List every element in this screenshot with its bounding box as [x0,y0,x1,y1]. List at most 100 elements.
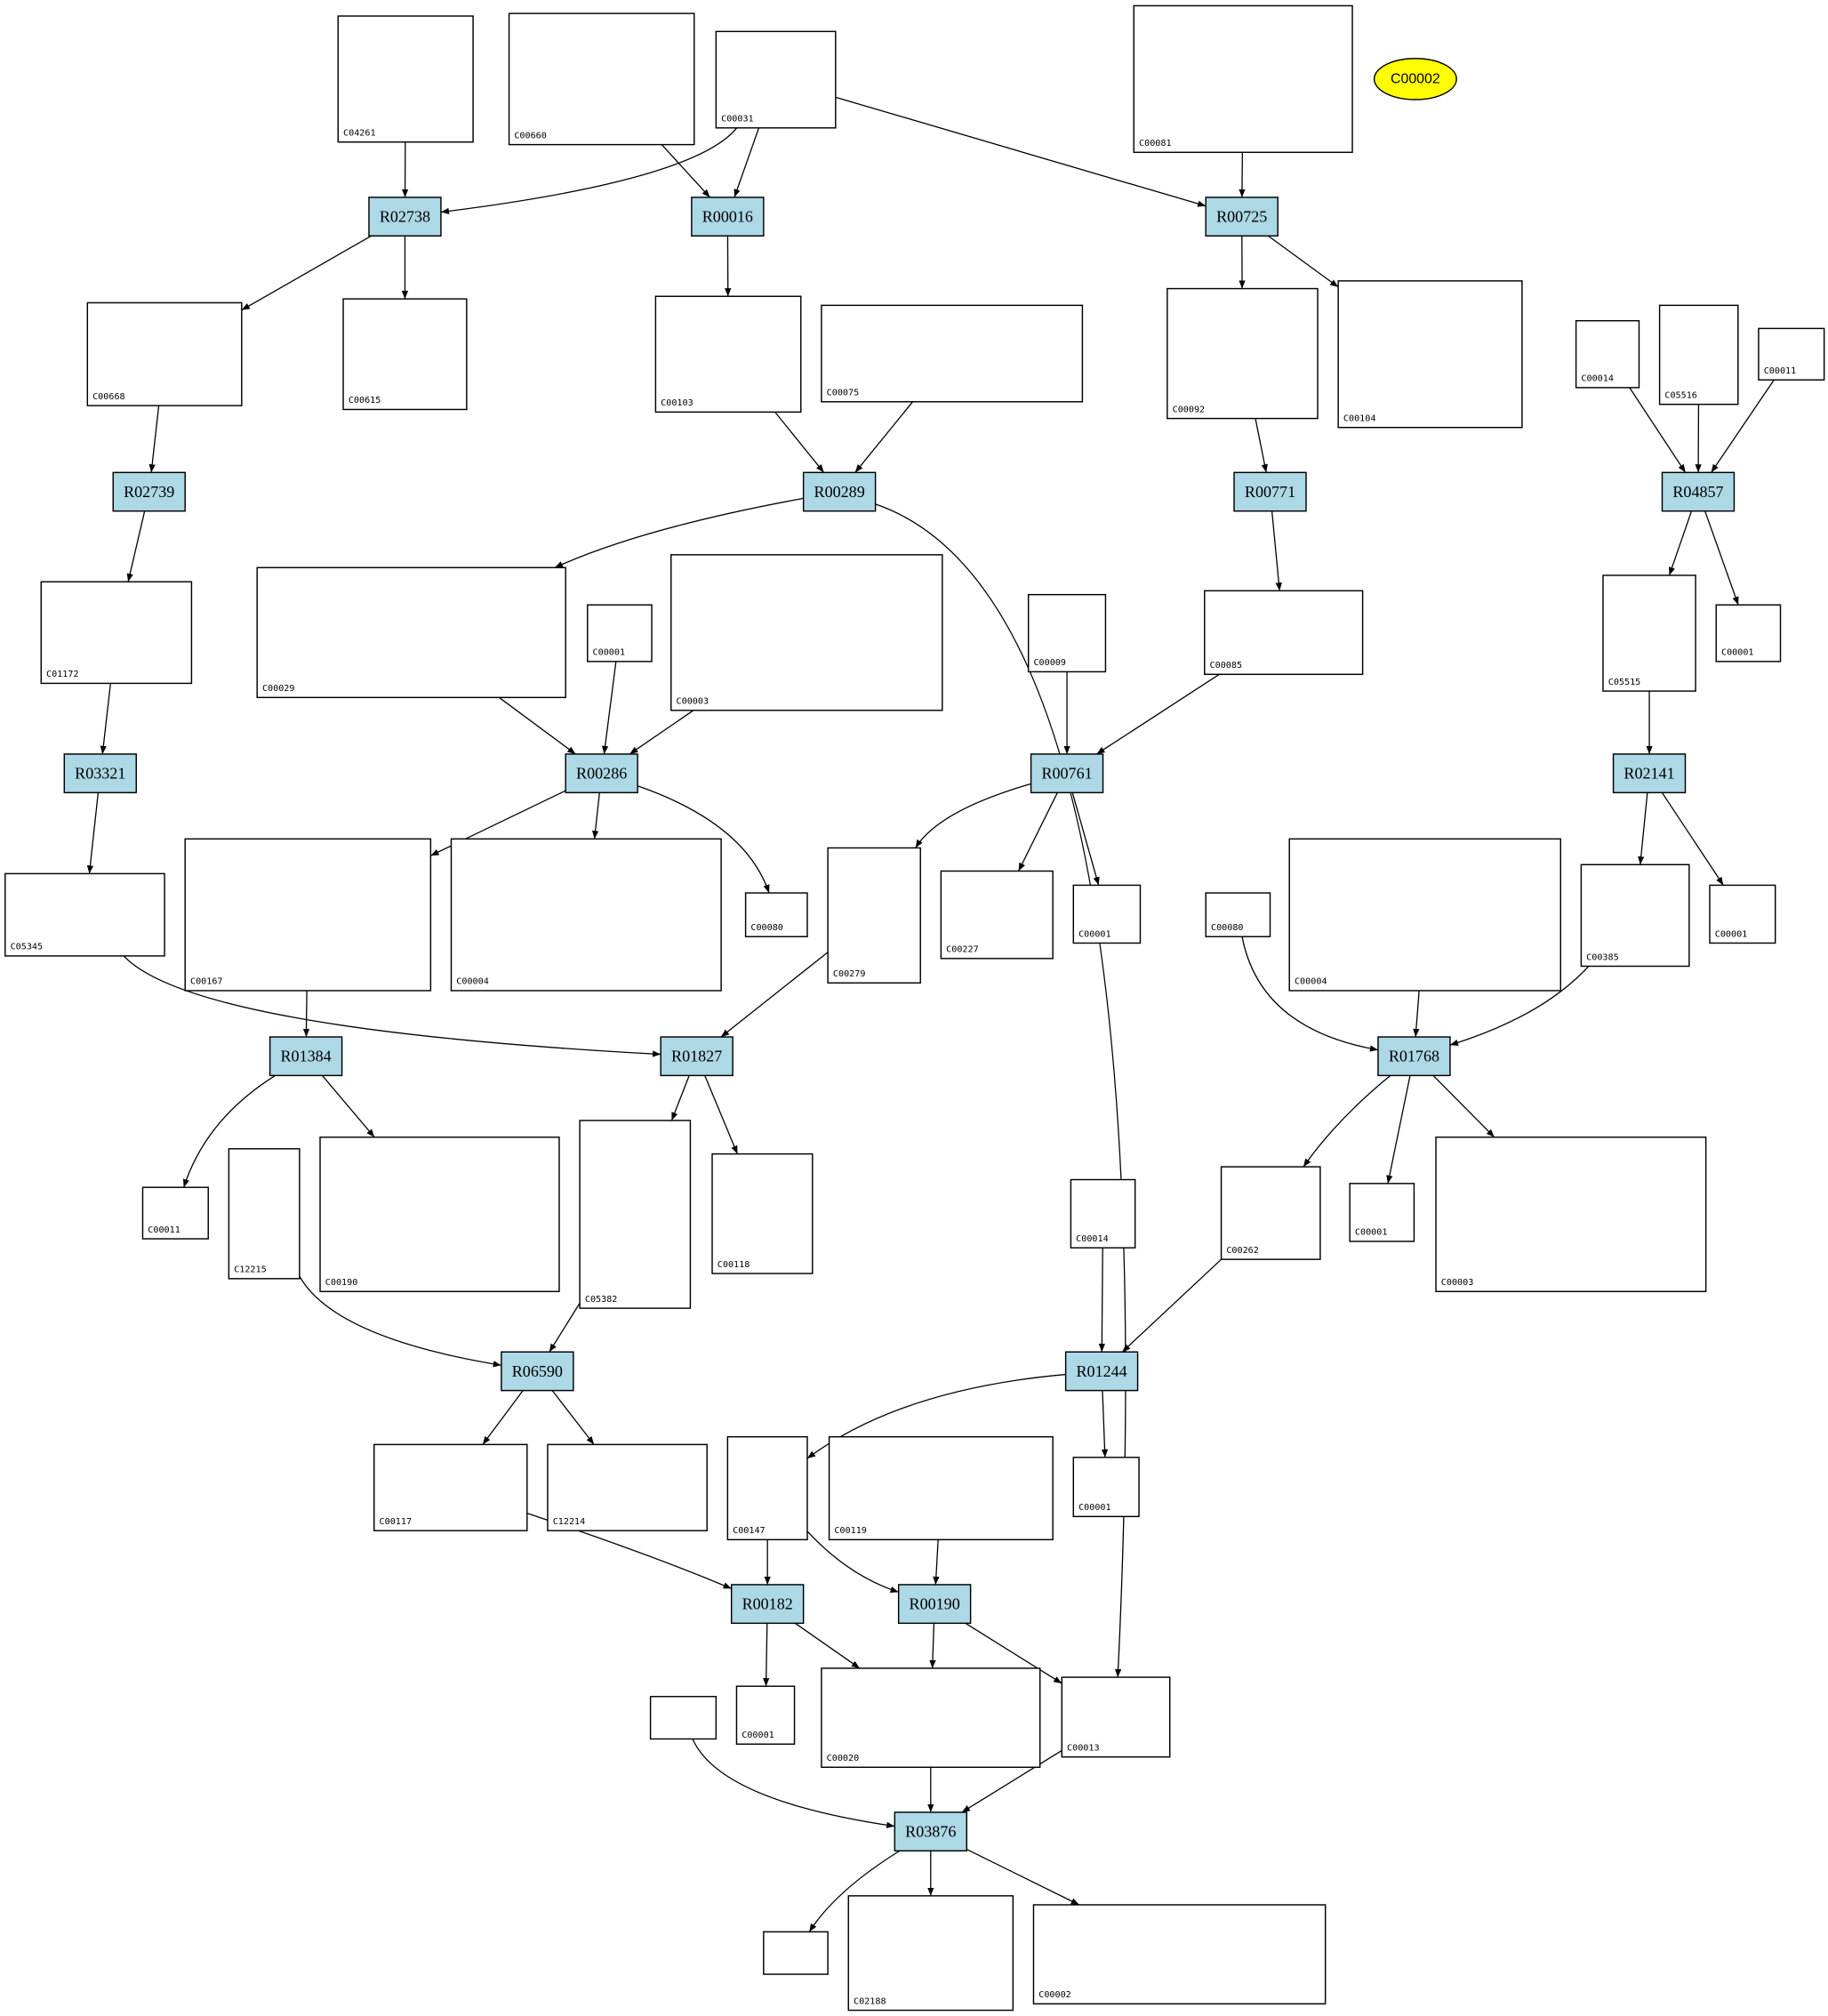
compound-box[interactable] [735,1685,796,1745]
reaction-node-R00289[interactable]: R00289 [802,471,877,512]
reaction-box[interactable] [1205,197,1279,237]
reaction-box[interactable] [565,753,638,794]
reaction-node-R01384[interactable]: R01384 [269,1036,343,1077]
reaction-node-R02739[interactable]: R02739 [112,471,186,512]
compound-box[interactable] [1709,884,1776,944]
compound-node-C00103[interactable]: C00103 [654,295,802,414]
highlight-ellipse[interactable] [1373,58,1457,100]
compound-node-C00003b[interactable]: C00003 [1435,1137,1707,1293]
compound-box[interactable] [86,301,243,406]
compound-node-C00117[interactable]: C00117 [373,1443,528,1531]
compound-node-C00262[interactable]: C00262 [1220,1166,1321,1260]
compound-node-C00004a[interactable]: C00004 [450,838,722,992]
compound-node-C00104[interactable]: C00104 [1337,280,1523,429]
compound-box[interactable] [847,1895,1014,2012]
reaction-box[interactable] [269,1036,343,1077]
compound-node-blank1[interactable] [649,1696,718,1740]
compound-box[interactable] [1658,304,1739,406]
compound-box[interactable] [670,554,943,711]
compound-box[interactable] [450,838,722,992]
compound-box[interactable] [763,1931,829,1975]
compound-box[interactable] [319,1137,560,1293]
reaction-node-R06590[interactable]: R06590 [501,1351,574,1392]
reaction-box[interactable] [1030,753,1104,794]
compound-node-C00385[interactable]: C00385 [1580,863,1690,968]
compound-node-C00011a[interactable]: C00011 [1758,327,1825,381]
compound-box[interactable] [337,15,474,143]
compound-box[interactable] [256,566,566,699]
reaction-node-R04857[interactable]: R04857 [1661,471,1736,512]
reaction-box[interactable] [802,471,877,512]
compound-node-C02188[interactable]: C02188 [847,1895,1014,2012]
compound-node-C00020[interactable]: C00020 [821,1667,1041,1768]
compound-node-C00002b[interactable]: C00002 [1032,1904,1327,2005]
reaction-box[interactable] [1233,471,1307,512]
reaction-node-R01768[interactable]: R01768 [1377,1036,1451,1077]
compound-box[interactable] [342,298,468,411]
compound-box[interactable] [1072,1457,1140,1518]
compound-node-C00003a[interactable]: C00003 [670,554,943,711]
compound-node-C00190[interactable]: C00190 [319,1137,560,1293]
compound-node-C00092[interactable]: C00092 [1167,287,1319,420]
compound-node-C00118[interactable]: C00118 [711,1153,814,1274]
compound-box[interactable] [744,892,808,937]
compound-box[interactable] [1027,593,1107,673]
compound-box[interactable] [711,1153,814,1274]
reaction-box[interactable] [730,1584,805,1625]
compound-node-C01172[interactable]: C01172 [40,581,193,685]
compound-node-C00668[interactable]: C00668 [86,301,243,406]
reaction-node-R03876[interactable]: R03876 [894,1811,968,1851]
compound-box[interactable] [547,1443,708,1531]
compound-box[interactable] [1032,1904,1327,2005]
compound-box[interactable] [1337,280,1523,429]
compound-box[interactable] [828,1435,1054,1541]
compound-box[interactable] [1167,287,1319,420]
compound-node-C00660[interactable]: C00660 [508,12,695,146]
compound-box[interactable] [1072,884,1142,944]
compound-node-C00009[interactable]: C00009 [1027,593,1107,673]
compound-box[interactable] [508,12,695,146]
compound-box[interactable] [1288,838,1561,992]
compound-box[interactable] [1580,863,1690,968]
compound-node-C00085[interactable]: C00085 [1204,590,1364,676]
reaction-box[interactable] [112,471,186,512]
highlighted-compound-C00002[interactable]: C00002 [1373,58,1457,100]
reaction-box[interactable] [63,753,137,794]
compound-node-C00001d[interactable]: C00001 [1709,884,1776,944]
compound-node-C00014b[interactable]: C00014 [1070,1178,1136,1249]
reaction-node-R00182[interactable]: R00182 [730,1584,805,1625]
compound-node-C05516[interactable]: C05516 [1658,304,1739,406]
compound-box[interactable] [373,1443,528,1531]
compound-node-C00615[interactable]: C00615 [342,298,468,411]
compound-box[interactable] [827,847,921,984]
compound-node-C00227[interactable]: C00227 [940,870,1054,960]
reaction-node-R01827[interactable]: R01827 [660,1036,734,1077]
compound-node-C00075[interactable]: C00075 [821,304,1084,403]
reaction-node-R00286[interactable]: R00286 [565,753,638,794]
compound-box[interactable] [579,1120,692,1309]
compound-box[interactable] [1133,4,1353,154]
reaction-node-R00725[interactable]: R00725 [1205,197,1279,237]
compound-box[interactable] [715,30,837,129]
compound-node-C00119[interactable]: C00119 [828,1435,1054,1541]
compound-box[interactable] [1715,604,1782,663]
compound-box[interactable] [587,604,653,663]
compound-box[interactable] [1070,1178,1136,1249]
compound-node-C00080b[interactable]: C00080 [1205,892,1271,937]
reaction-box[interactable] [691,197,765,237]
compound-node-C05345[interactable]: C05345 [4,872,165,957]
compound-box[interactable] [1061,1676,1171,1758]
reaction-box[interactable] [897,1584,972,1625]
compound-box[interactable] [1758,327,1825,381]
compound-node-C00029[interactable]: C00029 [256,566,566,699]
compound-node-C00031[interactable]: C00031 [715,30,837,129]
reaction-box[interactable] [1661,471,1736,512]
compound-node-C00001g[interactable]: C00001 [735,1685,796,1745]
compound-node-C05515[interactable]: C05515 [1602,574,1696,692]
compound-node-C05382[interactable]: C05382 [579,1120,692,1309]
compound-box[interactable] [654,295,802,414]
compound-node-C00081[interactable]: C00081 [1133,4,1353,154]
compound-box[interactable] [726,1435,808,1541]
reaction-box[interactable] [1612,753,1687,794]
compound-box[interactable] [1220,1166,1321,1260]
